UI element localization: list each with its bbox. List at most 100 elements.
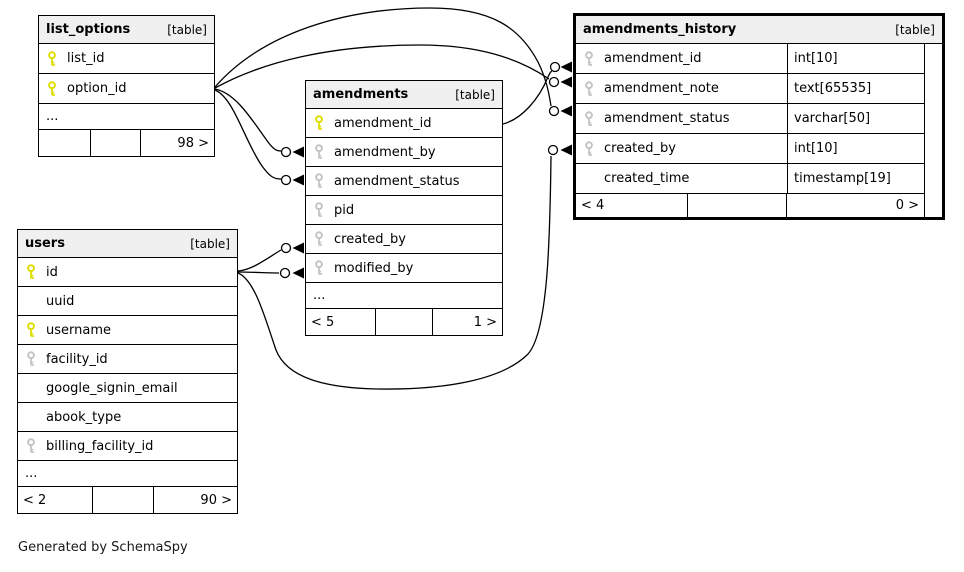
column-row-pid[interactable]: pid <box>306 196 502 225</box>
column-name: amendment_status <box>604 111 730 126</box>
pager-prev: < 2 <box>18 487 93 513</box>
fk-arrowhead <box>560 76 572 88</box>
column-row-option_id[interactable]: option_id <box>39 74 214 104</box>
fk-arrowhead <box>560 61 572 73</box>
table-badge: [table] <box>455 87 495 102</box>
column-name: billing_facility_id <box>46 438 154 454</box>
cardinality-circle <box>280 242 292 254</box>
pager-prev: < 5 <box>306 309 376 335</box>
column-row-created_by[interactable]: created_by <box>306 225 502 254</box>
pager-prev: < 4 <box>576 194 688 217</box>
index-key-icon <box>584 110 597 127</box>
column-name: id <box>46 264 58 280</box>
table-header-amendments[interactable]: amendments [table] <box>306 81 502 109</box>
cardinality-circle <box>280 174 292 186</box>
column-row-modified_by[interactable]: modified_by <box>306 254 502 283</box>
column-name: created_by <box>334 231 406 247</box>
column-name: amendment_id <box>334 115 432 131</box>
fk-arrowhead <box>292 174 304 186</box>
column-row-billing_facility_id[interactable]: billing_facility_id <box>18 432 237 461</box>
column-row-facility_id[interactable]: facility_id <box>18 345 237 374</box>
column-name: username <box>46 322 111 338</box>
table-title: amendments <box>313 87 409 102</box>
table-title: amendments_history <box>583 22 737 37</box>
column-name: google_signin_email <box>46 380 178 396</box>
pager-next: 98 > <box>177 135 209 151</box>
no-key-spacer <box>584 171 597 187</box>
primary-key-icon <box>314 115 327 131</box>
pager-amendments_history: < 4 0 > <box>576 194 924 217</box>
column-type: int[10] <box>787 44 924 73</box>
column-row-created_by[interactable]: created_by int[10] <box>576 134 924 164</box>
table-header-list_options[interactable]: list_options [table] <box>39 16 214 44</box>
column-name: facility_id <box>46 351 108 367</box>
column-name: amendment_note <box>604 81 719 96</box>
column-type: int[10] <box>787 134 924 163</box>
column-type: text[65535] <box>787 74 924 103</box>
table-users: users [table] id uuid username facility_… <box>17 229 238 514</box>
fk-arrowhead <box>560 105 572 117</box>
column-row-amendment_note[interactable]: amendment_note text[65535] <box>576 74 924 104</box>
column-name: list_id <box>67 51 105 66</box>
index-key-icon <box>314 260 327 276</box>
column-name: pid <box>334 202 355 218</box>
table-amendments_history: amendments_history [table] amendment_id … <box>573 13 945 220</box>
column-row-amendment_id[interactable]: amendment_id <box>306 109 502 138</box>
fk-arrowhead <box>292 146 304 158</box>
table-header-users[interactable]: users [table] <box>18 230 237 258</box>
column-row-abook_type[interactable]: abook_type <box>18 403 237 432</box>
fk-arrowhead <box>560 144 572 156</box>
pager-mid <box>376 309 433 335</box>
index-key-icon <box>314 173 327 189</box>
pager-next: 1 > <box>473 314 497 330</box>
column-row-list_id[interactable]: list_id <box>39 44 214 74</box>
pager-next: 0 > <box>895 198 919 213</box>
table-header-amendments_history[interactable]: amendments_history [table] <box>576 16 942 44</box>
column-name: amendment_id <box>604 51 702 66</box>
pager-list_options: 98 > <box>39 130 214 156</box>
generated-by-note: Generated by SchemaSpy <box>18 540 188 555</box>
column-row-amendment_by[interactable]: amendment_by <box>306 138 502 167</box>
cardinality-circle <box>548 105 560 117</box>
index-key-icon <box>314 144 327 160</box>
column-row-id[interactable]: id <box>18 258 237 287</box>
index-key-icon <box>584 80 597 97</box>
column-row-amendment_status[interactable]: amendment_status varchar[50] <box>576 104 924 134</box>
pager-users: < 2 90 > <box>18 487 237 513</box>
relation-line-users_id-created_by <box>237 249 282 272</box>
column-name: created_time <box>604 171 690 186</box>
pager-mid <box>91 130 141 156</box>
pager-mid <box>688 194 787 217</box>
column-name: modified_by <box>334 260 414 276</box>
column-name: option_id <box>67 81 127 96</box>
column-name: amendment_by <box>334 144 436 160</box>
more-columns-ellipsis: ... <box>306 283 502 309</box>
amendments_history-body: amendment_id int[10] amendment_note text… <box>576 44 925 217</box>
table-badge: [table] <box>190 236 230 251</box>
relation-line-amendment_id-history-amendment_id <box>502 70 553 125</box>
column-type: varchar[50] <box>787 104 924 133</box>
primary-key-icon <box>47 80 60 97</box>
column-row-amendment_status[interactable]: amendment_status <box>306 167 502 196</box>
primary-key-icon <box>26 264 39 280</box>
relation-line-option_id-amendment_status <box>214 89 282 180</box>
cardinality-circle <box>279 267 291 279</box>
column-row-username[interactable]: username <box>18 316 237 345</box>
pager-amendments: < 5 1 > <box>306 309 502 335</box>
table-list_options: list_options [table] list_id option_id .… <box>38 15 215 157</box>
column-row-google_signin_email[interactable]: google_signin_email <box>18 374 237 403</box>
column-row-created_time[interactable]: created_time timestamp[19] <box>576 164 924 194</box>
column-row-uuid[interactable]: uuid <box>18 287 237 316</box>
more-columns-ellipsis: ... <box>39 104 214 130</box>
table-title: users <box>25 236 65 251</box>
primary-key-icon <box>47 50 60 67</box>
table-badge: [table] <box>167 22 207 37</box>
more-columns-ellipsis: ... <box>18 461 237 487</box>
index-key-icon <box>314 202 327 218</box>
column-type: timestamp[19] <box>787 164 924 193</box>
table-title: list_options <box>46 22 131 37</box>
cardinality-circle <box>547 144 559 156</box>
column-name: uuid <box>46 293 75 309</box>
column-row-amendment_id[interactable]: amendment_id int[10] <box>576 44 924 74</box>
